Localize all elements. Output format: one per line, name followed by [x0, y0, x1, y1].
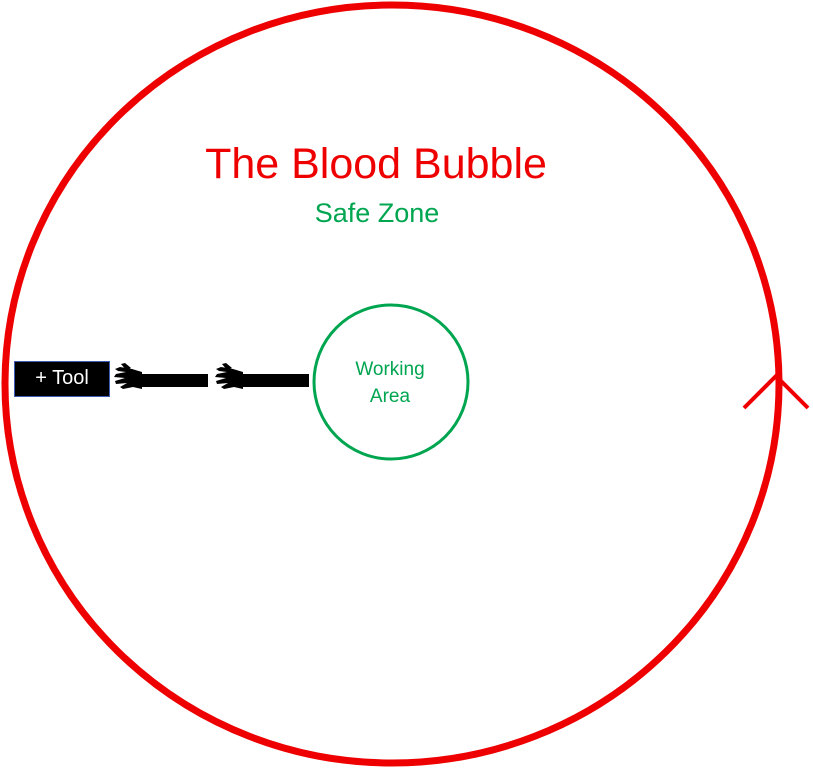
hand-icon — [114, 363, 142, 389]
working-area-label: Working Area — [320, 356, 460, 410]
diagram-title: The Blood Bubble — [205, 140, 547, 188]
blood-bubble-circle — [1, 1, 783, 767]
arm-1-forearm — [140, 374, 208, 387]
working-area-circle — [312, 303, 470, 461]
tool-box: + Tool — [14, 361, 110, 397]
working-area-label-line2: Area — [369, 386, 411, 407]
arm-1 — [114, 363, 208, 389]
arm-2 — [215, 363, 309, 389]
direction-arrow-icon — [742, 373, 810, 410]
hand-icon — [215, 363, 243, 389]
safe-zone-label: Safe Zone — [314, 198, 440, 228]
arm-2-forearm — [241, 374, 309, 387]
working-area-label-line1: Working — [355, 359, 425, 380]
